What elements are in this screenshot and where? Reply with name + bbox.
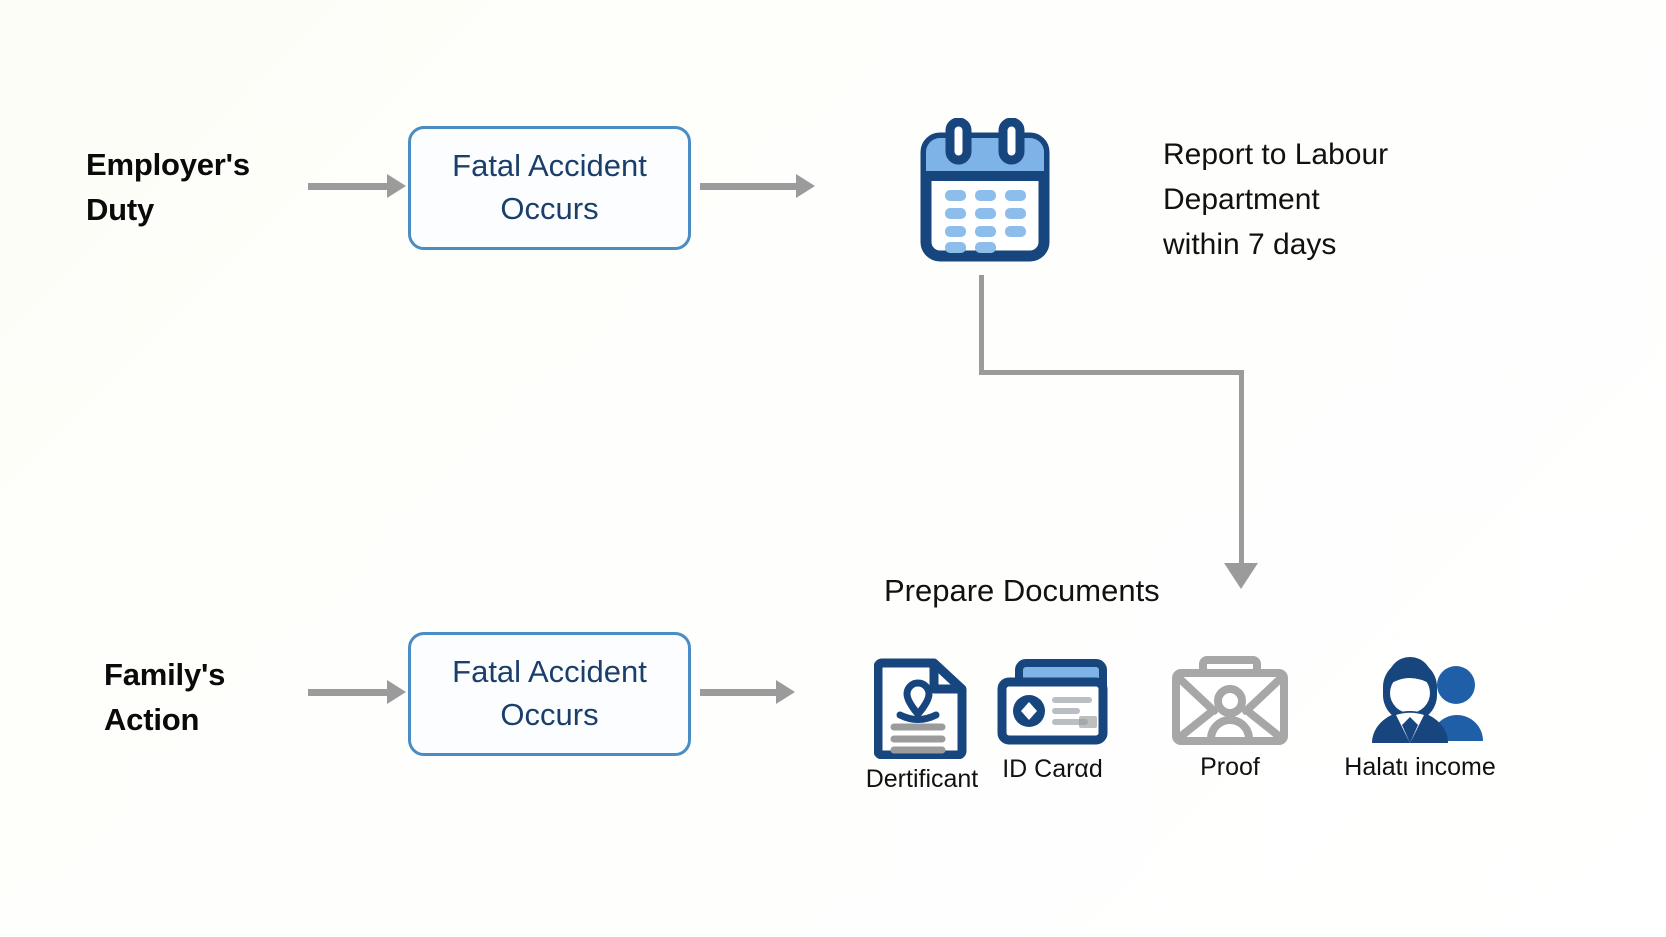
- prepare-documents-label: Prepare Documents: [884, 573, 1160, 608]
- document-item-proof[interactable]: Proof: [1170, 655, 1290, 782]
- document-item-halat-income[interactable]: Halatι income: [1330, 655, 1510, 782]
- document-caption: Halatι income: [1344, 753, 1496, 781]
- id-card-icon: [995, 655, 1111, 749]
- arrow-box-to-calendar: [700, 174, 815, 198]
- document-item-certificate[interactable]: Dertificant: [862, 655, 982, 794]
- certificate-document-icon: [874, 655, 970, 759]
- connector-vertical-segment-2: [1239, 370, 1244, 566]
- process-box-fatal-accident-bottom[interactable]: Fatal Accident Occurs: [408, 632, 691, 756]
- arrow-shaft: [308, 182, 387, 190]
- people-business-icon: [1356, 655, 1484, 747]
- arrow-head-icon: [387, 174, 406, 198]
- arrow-box-to-documents: [700, 680, 795, 704]
- row-label-employers-duty: Employer's Duty: [86, 147, 250, 227]
- arrow-shaft: [308, 688, 387, 696]
- document-caption: Proof: [1200, 753, 1260, 781]
- arrow-shaft: [700, 182, 796, 190]
- process-box-fatal-accident-top[interactable]: Fatal Accident Occurs: [408, 126, 691, 250]
- document-caption: Dertificant: [865, 765, 979, 793]
- arrow-head-icon: [387, 680, 406, 704]
- arrow-family-to-box: [308, 680, 406, 704]
- calendar-icon: [915, 118, 1055, 266]
- arrow-head-icon: [796, 174, 815, 198]
- connector-horizontal-segment: [979, 370, 1244, 375]
- arrow-shaft: [700, 688, 776, 696]
- envelope-person-icon: [1170, 655, 1290, 747]
- document-item-id-card[interactable]: ID Carαd: [990, 655, 1115, 784]
- row-label-familys-action: Family's Action: [104, 657, 226, 737]
- arrow-head-icon: [776, 680, 795, 704]
- document-caption: ID Carαd: [1002, 755, 1103, 783]
- connector-vertical-segment-1: [979, 275, 984, 373]
- connector-arrow-head-icon: [1224, 563, 1258, 589]
- arrow-employer-to-box: [308, 174, 406, 198]
- report-to-labour-department-text: Report to Labour Department within 7 day…: [1163, 138, 1389, 261]
